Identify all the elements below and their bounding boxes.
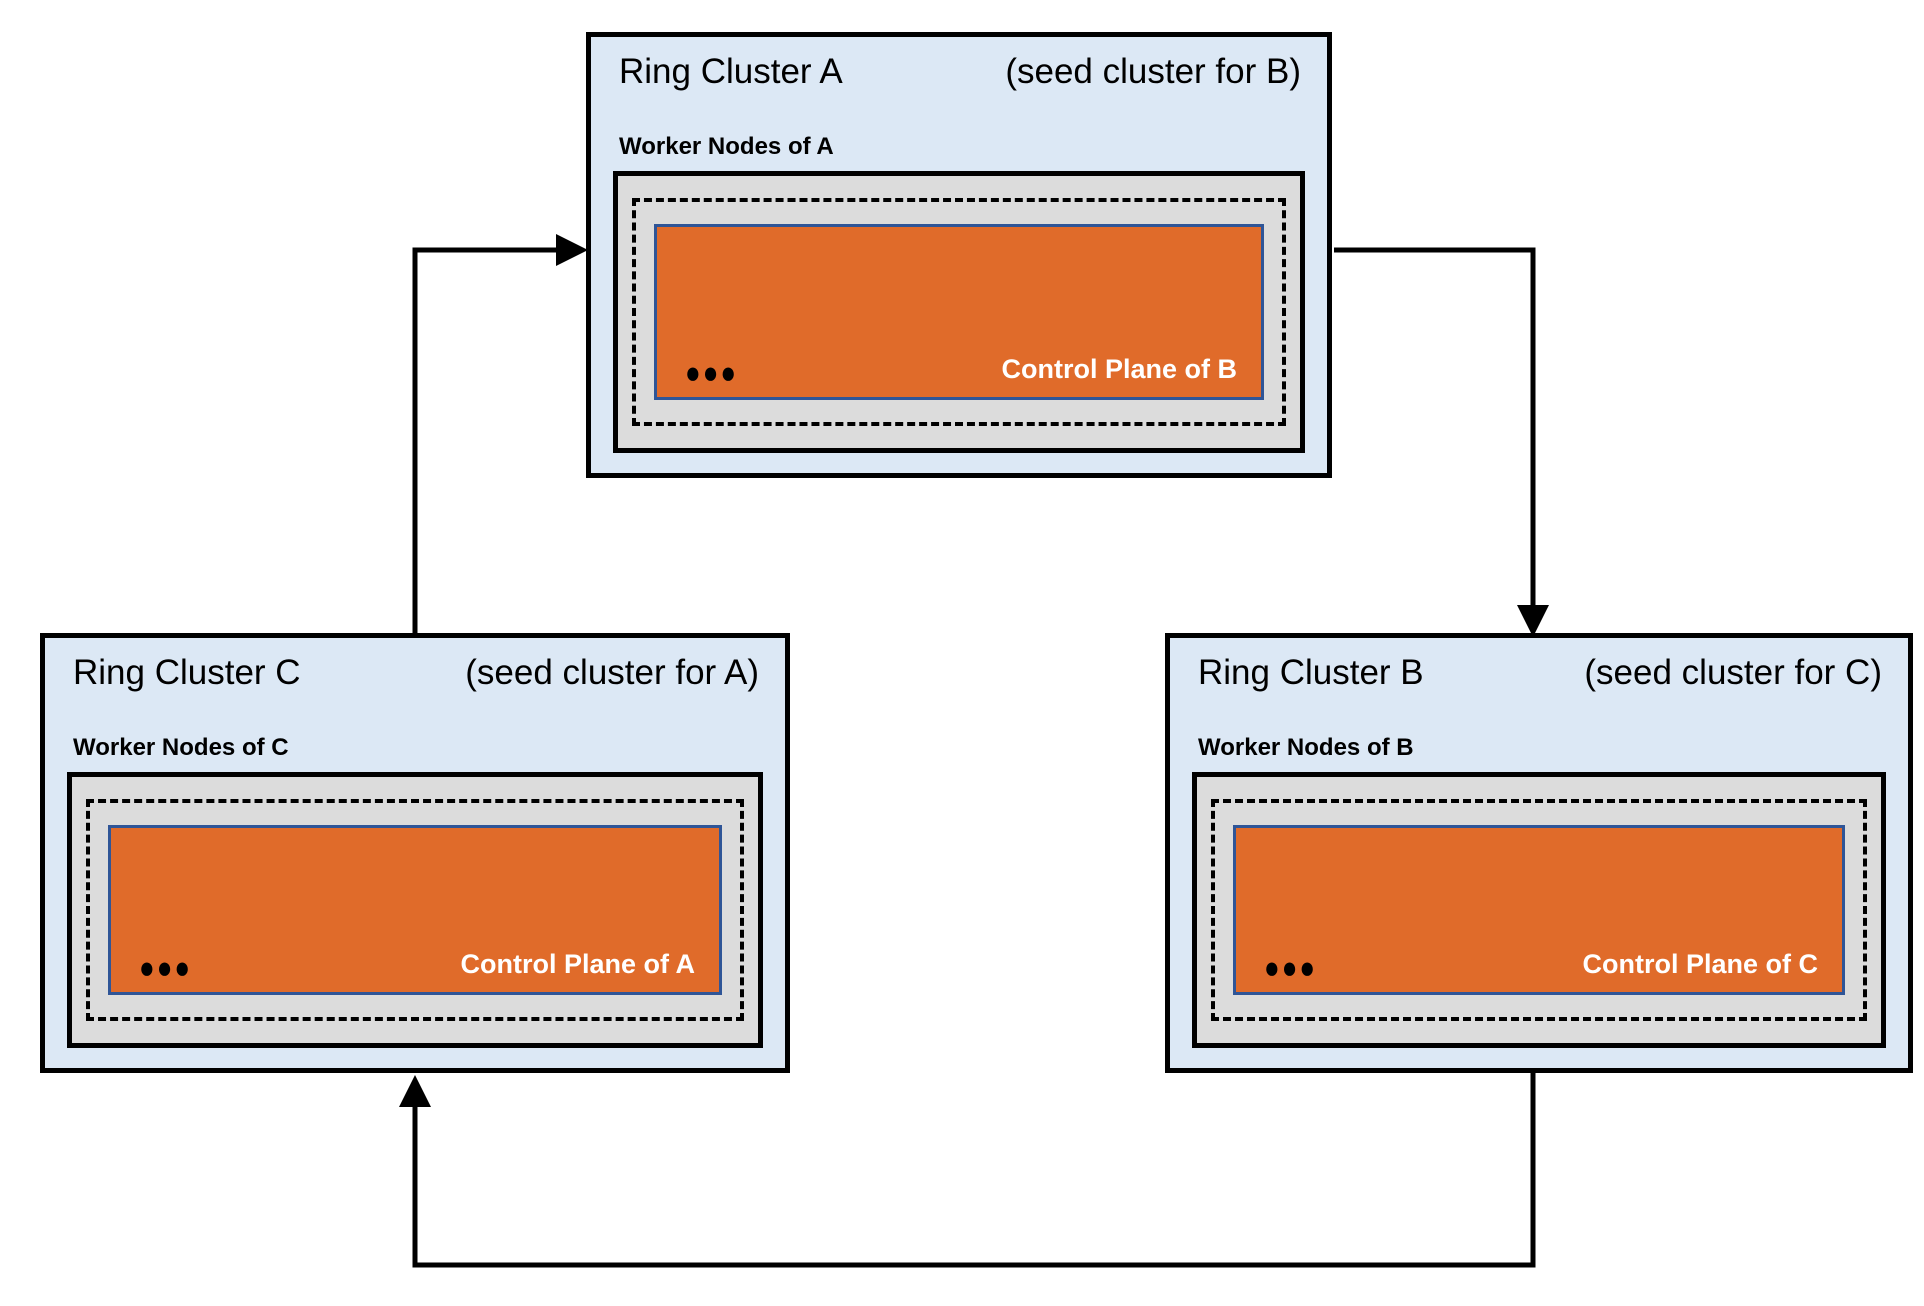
cluster-b-title-row: Ring Cluster B (seed cluster for C)	[1192, 648, 1886, 694]
cluster-a-subtitle: (seed cluster for B)	[1005, 52, 1301, 91]
more-nodes-ellipsis-icon: ●●●	[139, 949, 193, 985]
arrow-a-to-b	[1334, 247, 1549, 637]
cluster-c-title-row: Ring Cluster C (seed cluster for A)	[67, 648, 763, 694]
cluster-a-title-row: Ring Cluster A (seed cluster for B)	[613, 47, 1305, 93]
cluster-b-dashed-zone: ●●● Control Plane of C	[1211, 799, 1867, 1021]
arrow-c-to-a-line	[412, 247, 558, 635]
cluster-c-title: Ring Cluster C	[73, 653, 301, 692]
arrow-c-to-a	[412, 234, 588, 635]
cluster-b-subtitle: (seed cluster for C)	[1584, 653, 1882, 692]
arrow-right-icon	[556, 234, 588, 266]
cluster-a: Ring Cluster A (seed cluster for B) Work…	[586, 32, 1332, 478]
cluster-a-title: Ring Cluster A	[619, 52, 843, 91]
cluster-b-worker-label: Worker Nodes of B	[1198, 734, 1414, 761]
cluster-a-dashed-zone: ●●● Control Plane of B	[632, 198, 1286, 426]
cluster-c: Ring Cluster C (seed cluster for A) Work…	[40, 633, 790, 1073]
cluster-c-control-plane: ●●● Control Plane of A	[108, 825, 722, 995]
cluster-c-worker-box: ●●● Control Plane of A	[67, 772, 763, 1048]
cluster-c-subtitle: (seed cluster for A)	[465, 653, 759, 692]
more-nodes-ellipsis-icon: ●●●	[1264, 949, 1318, 985]
cluster-c-control-plane-label: Control Plane of A	[460, 949, 696, 980]
cluster-a-control-plane: ●●● Control Plane of B	[654, 224, 1264, 400]
cluster-a-worker-label: Worker Nodes of A	[619, 133, 834, 160]
arrow-up-icon	[399, 1075, 431, 1107]
arrow-down-icon	[1517, 605, 1549, 637]
cluster-c-dashed-zone: ●●● Control Plane of A	[86, 799, 744, 1021]
arrow-b-to-c-line	[412, 1069, 1536, 1268]
cluster-b-worker-box: ●●● Control Plane of C	[1192, 772, 1886, 1048]
arrow-a-to-b-line	[1334, 247, 1536, 607]
cluster-b-title: Ring Cluster B	[1198, 653, 1424, 692]
cluster-b: Ring Cluster B (seed cluster for C) Work…	[1165, 633, 1913, 1073]
cluster-b-control-plane: ●●● Control Plane of C	[1233, 825, 1845, 995]
cluster-a-worker-box: ●●● Control Plane of B	[613, 171, 1305, 453]
more-nodes-ellipsis-icon: ●●●	[685, 354, 739, 390]
cluster-a-control-plane-label: Control Plane of B	[1001, 354, 1238, 385]
arrow-b-to-c	[399, 1069, 1536, 1268]
cluster-c-worker-label: Worker Nodes of C	[73, 734, 289, 761]
cluster-b-control-plane-label: Control Plane of C	[1582, 949, 1819, 980]
